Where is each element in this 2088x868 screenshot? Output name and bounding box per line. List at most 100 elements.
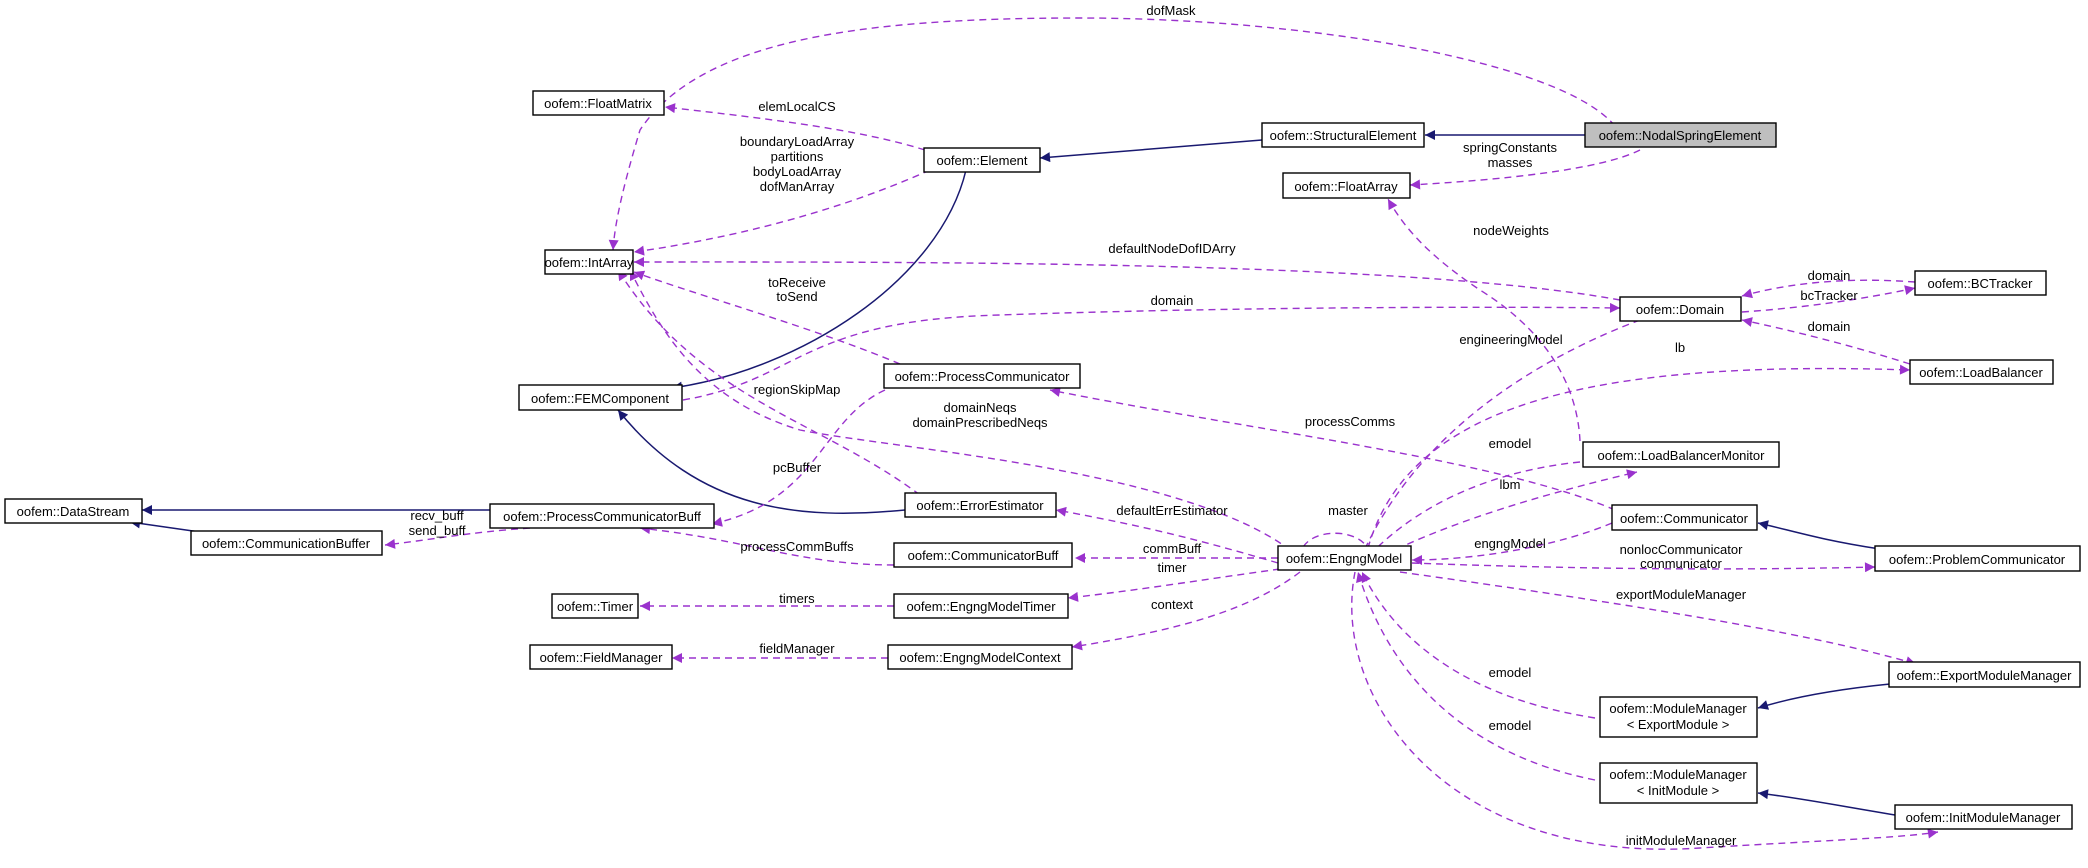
edge-engngmodel-lbm xyxy=(1374,469,1638,561)
edge-labels: dofMask elemLocalCS boundaryLoadArray pa… xyxy=(409,3,1859,848)
node-datastream-label: oofem::DataStream xyxy=(17,504,130,519)
label-master: master xyxy=(1328,503,1368,518)
node-bctracker[interactable]: oofem::BCTracker xyxy=(1914,270,2047,296)
edge-domain-bctracker xyxy=(1741,285,1916,313)
edge-engngmodel-timer xyxy=(1067,568,1281,602)
label-bodyloadarray: bodyLoadArray xyxy=(753,164,842,179)
node-femcomponent-label: oofem::FEMComponent xyxy=(531,391,669,406)
label-regionskipmap: regionSkipMap xyxy=(754,382,841,397)
label-emodel-export: emodel xyxy=(1489,665,1532,680)
node-modulemanager-init-label-2: < InitModule > xyxy=(1637,783,1719,798)
node-modulemanager-export[interactable]: oofem::ModuleManager < ExportModule > xyxy=(1599,696,1758,738)
edge-structural-to-element xyxy=(1039,139,1263,163)
node-loadbalancer[interactable]: oofem::LoadBalancer xyxy=(1909,359,2054,385)
node-intarray-label: oofem::IntArray xyxy=(545,255,634,270)
label-domainneqs: domainNeqs xyxy=(944,400,1017,415)
edge-commbuff-pcbuff xyxy=(639,524,895,566)
node-engngmodelcontext[interactable]: oofem::EngngModelContext xyxy=(887,644,1073,670)
label-exportmodulemanager: exportModuleManager xyxy=(1616,587,1747,602)
node-timer[interactable]: oofem::Timer xyxy=(551,593,639,619)
node-timer-label: oofem::Timer xyxy=(557,599,634,614)
label-masses: masses xyxy=(1488,155,1533,170)
node-problemcommunicator-label: oofem::ProblemCommunicator xyxy=(1889,552,2066,567)
label-emodel-init: emodel xyxy=(1489,718,1532,733)
node-floatmatrix-label: oofem::FloatMatrix xyxy=(544,96,652,111)
node-femcomponent[interactable]: oofem::FEMComponent xyxy=(518,384,683,411)
node-modulemanager-init[interactable]: oofem::ModuleManager < InitModule > xyxy=(1599,762,1758,804)
edge-processcomm-intarray xyxy=(633,270,901,365)
edge-engngmodel-problemcomm xyxy=(1411,562,1876,573)
edge-modulemanager-export-engngmodel xyxy=(1361,571,1596,719)
edge-defaultnodedofidarry xyxy=(633,256,1621,301)
node-processcommunicatorbuff[interactable]: oofem::ProcessCommunicatorBuff xyxy=(489,503,715,529)
node-errorestimator[interactable]: oofem::ErrorEstimator xyxy=(904,492,1057,518)
label-defaultnodedofidarry: defaultNodeDofIDArry xyxy=(1108,241,1236,256)
label-elemlocalcs: elemLocalCS xyxy=(758,99,836,114)
edge-engngmodel-errorestimator xyxy=(1055,506,1279,564)
edge-engngmodel-initmm xyxy=(1351,571,1939,850)
node-engngmodeltimer[interactable]: oofem::EngngModelTimer xyxy=(893,593,1069,619)
edge-errorestimator-intarray xyxy=(617,269,921,496)
node-loadbalancer-label: oofem::LoadBalancer xyxy=(1919,365,2043,380)
node-datastream[interactable]: oofem::DataStream xyxy=(4,498,143,524)
node-engngmodelcontext-label: oofem::EngngModelContext xyxy=(899,650,1061,665)
label-engineeringmodel: engineeringModel xyxy=(1459,332,1562,347)
edge-errorestimator-to-femcomponent xyxy=(617,409,906,514)
node-exportmodulemanager[interactable]: oofem::ExportModuleManager xyxy=(1888,661,2081,688)
node-loadbalancermonitor[interactable]: oofem::LoadBalancerMonitor xyxy=(1582,441,1780,468)
node-initmodulemanager-label: oofem::InitModuleManager xyxy=(1906,810,2061,825)
node-nodalspringelement[interactable]: oofem::NodalSpringElement xyxy=(1584,122,1777,148)
node-intarray[interactable]: oofem::IntArray xyxy=(544,249,634,275)
node-loadbalancermonitor-label: oofem::LoadBalancerMonitor xyxy=(1598,448,1766,463)
label-commbuff: commBuff xyxy=(1143,541,1202,556)
node-fieldmanager[interactable]: oofem::FieldManager xyxy=(529,644,673,670)
label-partitions: partitions xyxy=(771,149,824,164)
label-domain-fem: domain xyxy=(1151,293,1194,308)
node-communicatorbuff-label: oofem::CommunicatorBuff xyxy=(908,548,1059,563)
node-communicator[interactable]: oofem::Communicator xyxy=(1611,504,1758,531)
label-processcommbuffs: processCommBuffs xyxy=(740,539,854,554)
node-floatmatrix[interactable]: oofem::FloatMatrix xyxy=(532,90,665,116)
edge-element-intarray xyxy=(633,169,931,256)
label-nonloccommunicator: nonlocCommunicator xyxy=(1620,542,1744,557)
node-communicatorbuff[interactable]: oofem::CommunicatorBuff xyxy=(893,542,1073,568)
label-initmodulemanager: initModuleManager xyxy=(1626,833,1737,848)
edge-bctracker-domain xyxy=(1741,279,1916,299)
label-tosend: toSend xyxy=(776,289,817,304)
node-bctracker-label: oofem::BCTracker xyxy=(1928,276,2034,291)
edge-nodeweights xyxy=(1387,198,1581,442)
label-bctracker: bcTracker xyxy=(1800,288,1858,303)
edge-element-to-femcomponent xyxy=(671,169,967,392)
node-domain[interactable]: oofem::Domain xyxy=(1619,296,1742,322)
node-problemcommunicator[interactable]: oofem::ProblemCommunicator xyxy=(1874,545,2081,572)
edge-communicator-engngmodel xyxy=(1411,522,1613,565)
node-domain-label: oofem::Domain xyxy=(1636,302,1724,317)
node-engngmodel-label: oofem::EngngModel xyxy=(1286,551,1402,566)
edge-initmm-to-modulemanager xyxy=(1757,789,1896,816)
label-pcbuffer: pcBuffer xyxy=(773,460,822,475)
label-sendbuff: send_buff xyxy=(409,523,466,538)
label-fieldmanager: fieldManager xyxy=(759,641,835,656)
edge-processcomm-pcbuffer xyxy=(711,389,886,527)
label-springconstants: springConstants xyxy=(1463,140,1557,155)
label-dofmanarray: dofManArray xyxy=(760,179,835,194)
node-processcommunicator[interactable]: oofem::ProcessCommunicator xyxy=(883,363,1081,389)
node-structuralelement[interactable]: oofem::StructuralElement xyxy=(1261,122,1425,148)
node-element[interactable]: oofem::Element xyxy=(923,147,1041,173)
node-floatarray[interactable]: oofem::FloatArray xyxy=(1282,172,1411,199)
node-communicator-label: oofem::Communicator xyxy=(1620,511,1749,526)
node-communicationbuffer[interactable]: oofem::CommunicationBuffer xyxy=(190,530,383,556)
label-lbm: lbm xyxy=(1500,477,1521,492)
node-engngmodel[interactable]: oofem::EngngModel xyxy=(1277,545,1412,571)
edge-dofmask xyxy=(608,17,1616,251)
label-domainprescribedneqs: domainPrescribedNeqs xyxy=(912,415,1048,430)
node-processcommunicator-label: oofem::ProcessCommunicator xyxy=(895,369,1071,384)
edge-engngmodel-intarray xyxy=(629,269,1301,559)
label-defaulterrestimator: defaultErrEstimator xyxy=(1116,503,1228,518)
label-toreceive: toReceive xyxy=(768,275,826,290)
label-domain-lb: domain xyxy=(1808,319,1851,334)
node-errorestimator-label: oofem::ErrorEstimator xyxy=(916,498,1044,513)
label-timer: timer xyxy=(1158,560,1188,575)
node-initmodulemanager[interactable]: oofem::InitModuleManager xyxy=(1894,804,2073,830)
node-floatarray-label: oofem::FloatArray xyxy=(1294,179,1398,194)
